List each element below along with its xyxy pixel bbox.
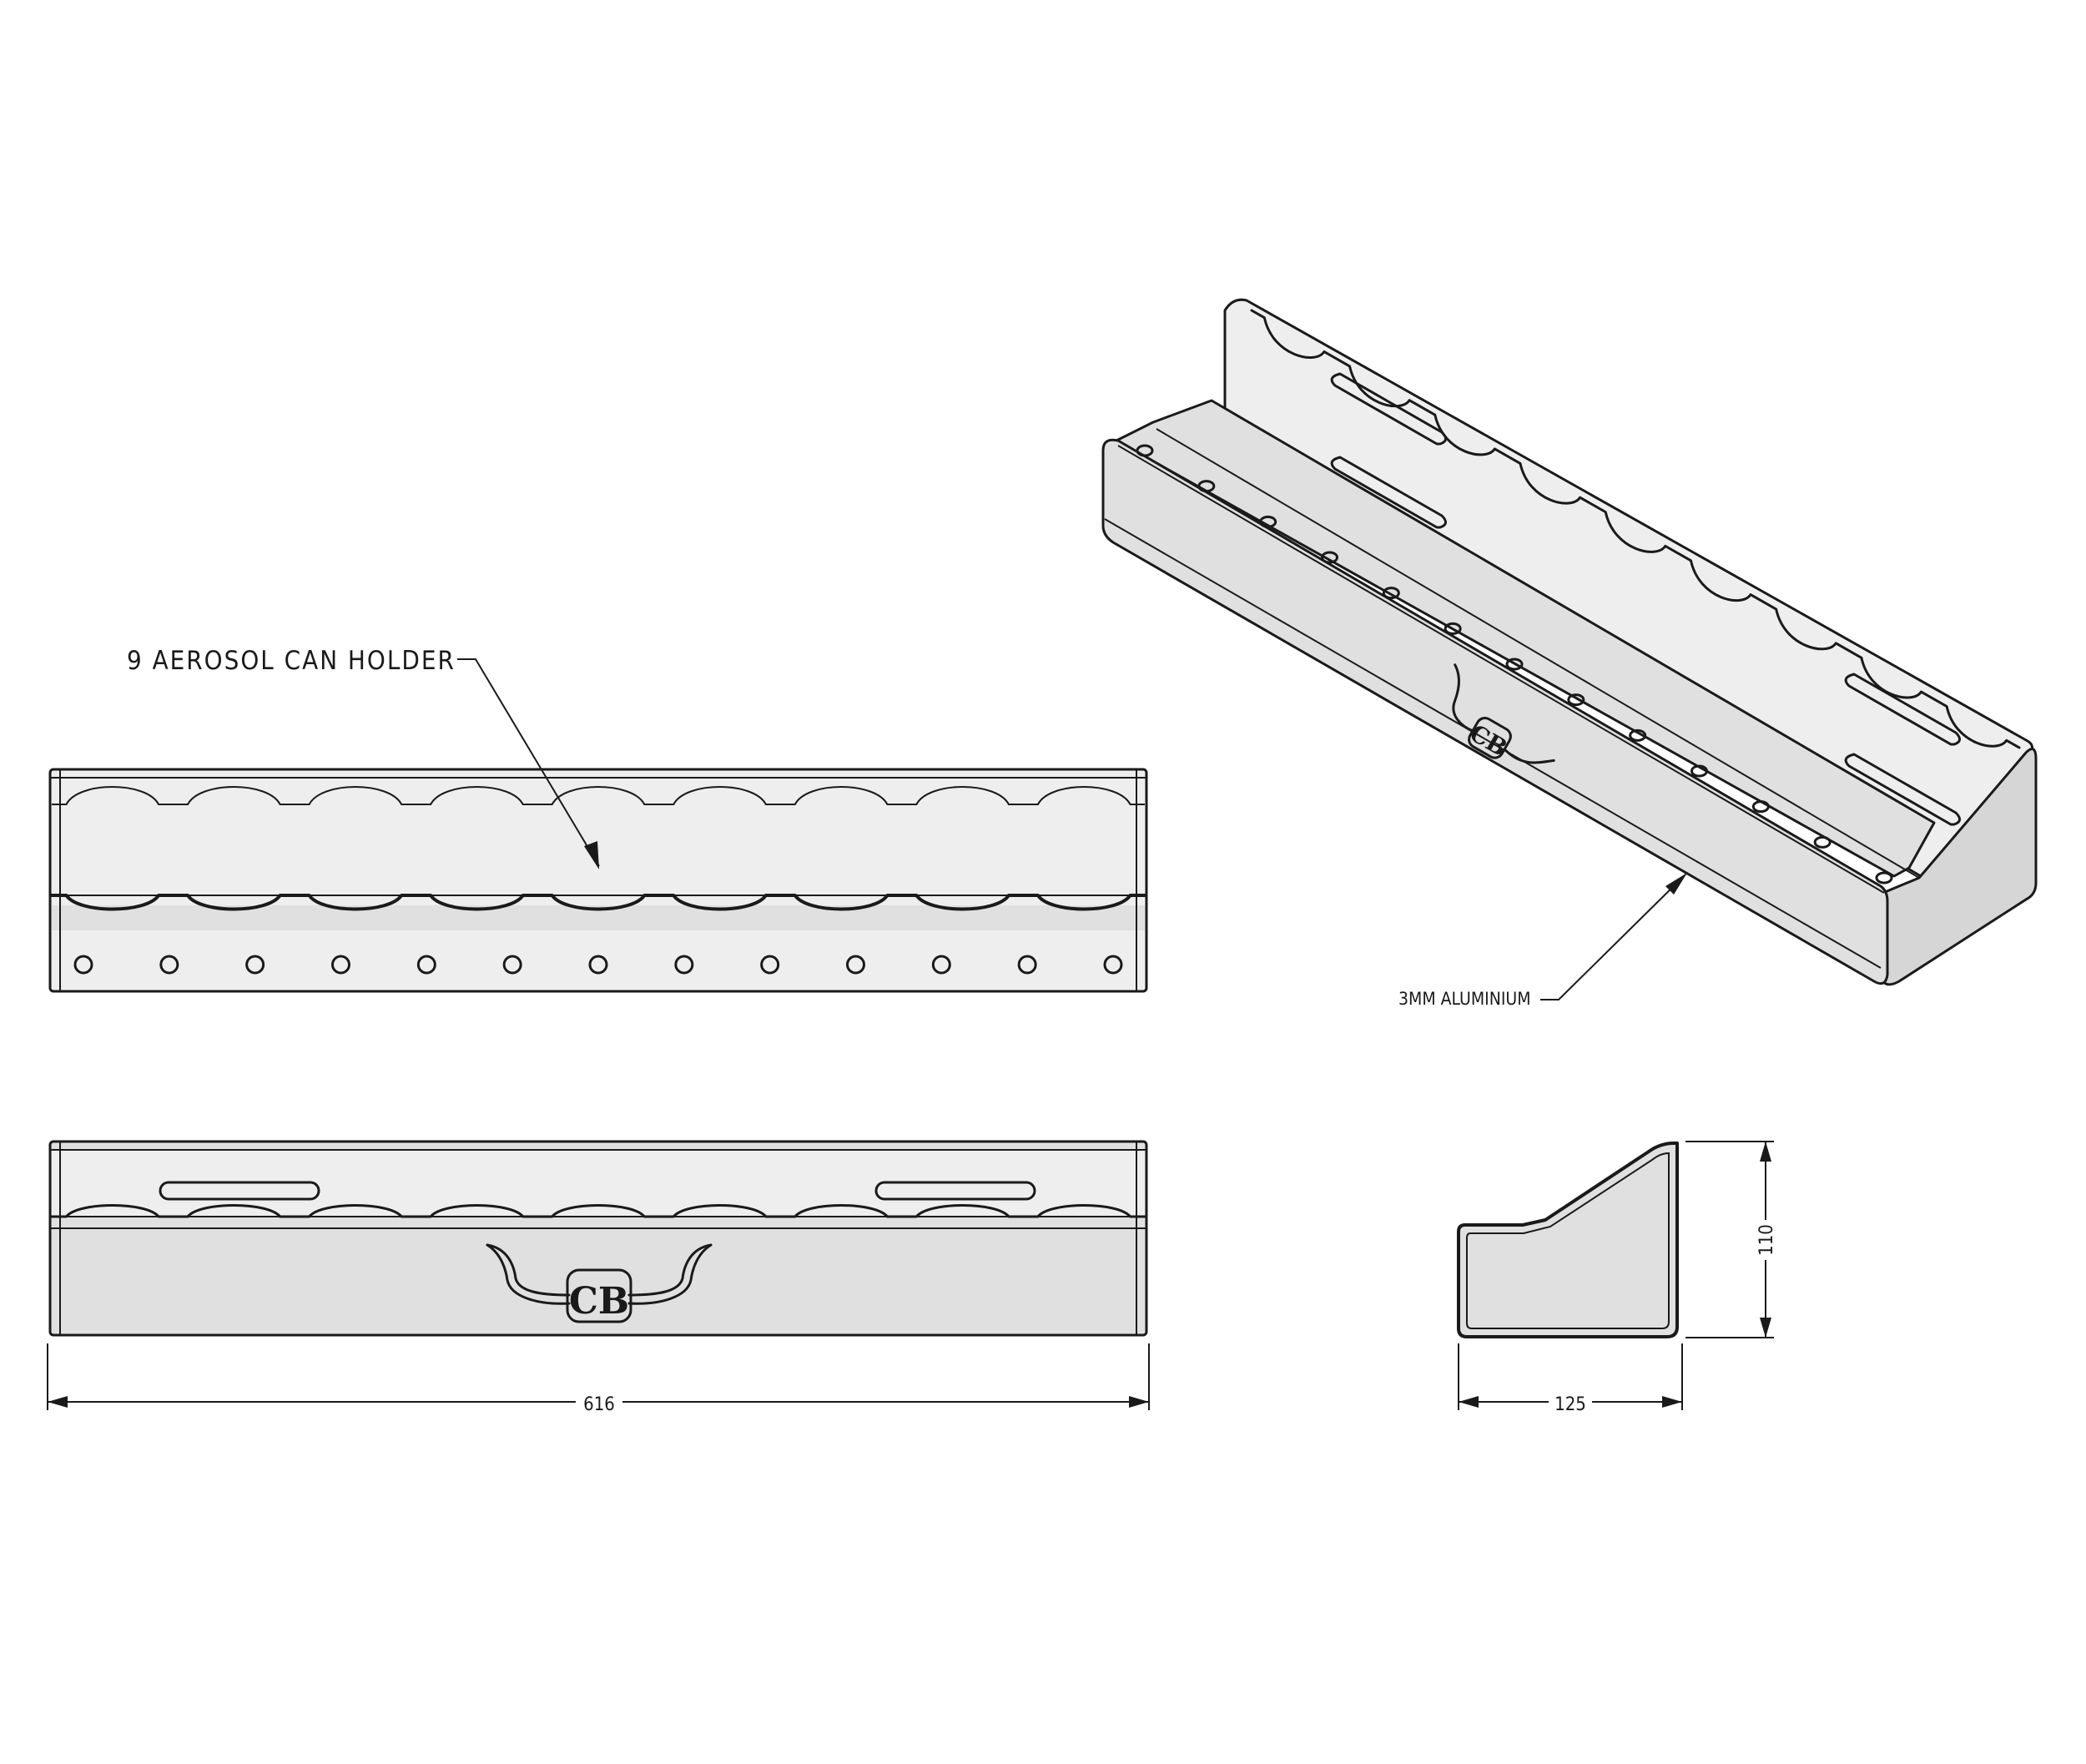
iso-right-end — [1877, 748, 2038, 986]
side-view — [1457, 1142, 1679, 1338]
isometric-view: CB — [1101, 298, 2038, 986]
iso-mounting-hole — [1629, 728, 1647, 742]
iso-mounting-holes — [1136, 444, 1893, 885]
length-dimension: 616 — [47, 1343, 1150, 1415]
material-callout-arrowhead — [1665, 873, 1687, 895]
longhorn-logo: CB — [486, 1243, 713, 1323]
depth-dimension-value: 125 — [1554, 1394, 1586, 1415]
mounting-hole — [760, 955, 780, 975]
mounting-hole — [245, 955, 265, 975]
mounting-hole — [846, 955, 865, 975]
mounting-hole — [1103, 955, 1123, 975]
mounting-hole — [588, 955, 608, 975]
iso-mounting-slot-upper — [1330, 372, 1447, 529]
iso-mounting-slot-lower — [1844, 673, 1961, 826]
title-callout-label: 9 AEROSOL CAN HOLDER — [127, 646, 456, 676]
iso-mounting-hole — [1382, 587, 1400, 600]
iso-front-face — [1101, 438, 1889, 985]
top-view-back-scallop-edge — [52, 786, 1145, 805]
iso-mounting-hole — [1444, 622, 1462, 635]
iso-mounting-hole — [1690, 764, 1708, 778]
iso-mounting-hole — [1259, 515, 1277, 528]
side-view-profile — [1457, 1142, 1679, 1338]
top-view-front-scallop-edge — [50, 894, 1146, 911]
iso-mounting-hole — [1197, 480, 1216, 493]
top-view-outline — [48, 768, 1148, 993]
iso-mounting-hole — [1505, 658, 1524, 671]
iso-mounting-hole — [1813, 835, 1832, 849]
title-callout-arrowhead — [584, 841, 599, 869]
iso-mounting-hole — [1751, 800, 1770, 814]
material-callout: 3MM ALUMINIUM — [1398, 873, 1687, 1009]
height-dimension-value: 110 — [1756, 1224, 1777, 1256]
front-view: CB — [48, 1140, 1148, 1337]
height-dimension: 110 — [1685, 1141, 1777, 1338]
mounting-hole — [159, 955, 179, 975]
iso-mounting-hole — [1321, 551, 1338, 564]
mounting-hole — [73, 955, 93, 975]
top-view — [48, 768, 1148, 993]
mounting-hole — [331, 955, 350, 975]
mounting-hole — [674, 955, 694, 975]
logo-lettering: CB — [569, 1280, 629, 1323]
title-callout: 9 AEROSOL CAN HOLDER — [127, 646, 600, 869]
mounting-hole — [502, 955, 522, 975]
iso-mounting-hole — [1136, 444, 1154, 457]
front-view-scallop-edge — [50, 1204, 1146, 1218]
length-dimension-value: 616 — [583, 1394, 615, 1415]
iso-back-wall-scallop-edge — [1250, 309, 2021, 749]
iso-floor — [1115, 399, 1936, 878]
material-callout-label: 3MM ALUMINIUM — [1398, 989, 1531, 1009]
mounting-hole — [1017, 955, 1037, 975]
mounting-hole — [416, 955, 436, 975]
mounting-holes — [73, 955, 1123, 975]
iso-mounting-hole — [1567, 693, 1585, 707]
mounting-slot-right — [874, 1181, 1036, 1201]
depth-dimension: 125 — [1458, 1343, 1683, 1415]
mounting-hole — [931, 955, 951, 975]
iso-mounting-hole — [1875, 871, 1893, 885]
mounting-slot-left — [159, 1181, 320, 1201]
